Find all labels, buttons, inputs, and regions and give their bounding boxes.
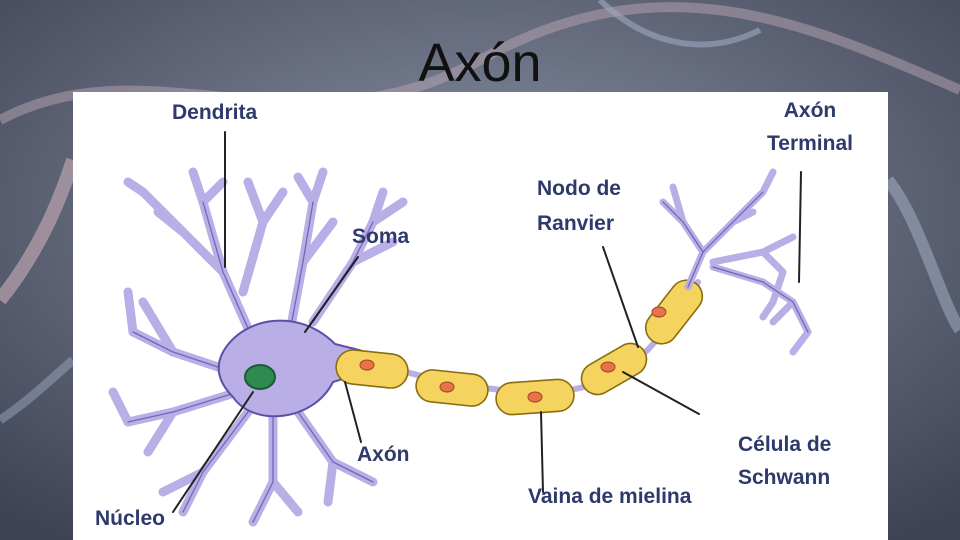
label-dendrita: Dendrita — [172, 101, 258, 124]
pointer-lines — [172, 131, 802, 513]
label-axon: Axón — [357, 443, 410, 466]
neuron-diagram: Dendrita Soma Núcleo Axón Vaina de mieli… — [73, 92, 888, 540]
label-celula-schwann: Célula de Schwann — [738, 432, 831, 490]
label-schwann-line1: Célula de — [738, 433, 832, 456]
label-schwann-line2: Schwann — [738, 466, 831, 490]
nucleus — [244, 364, 276, 390]
neuron-illustration — [108, 131, 812, 527]
label-nodo-line2: Ranvier — [537, 212, 615, 236]
label-nodo-ranvier: Nodo de Ranvier — [537, 176, 621, 236]
label-nucleo: Núcleo — [95, 507, 166, 530]
label-nodo-line1: Nodo de — [537, 177, 621, 200]
schwann-nuclei — [359, 306, 667, 403]
label-vaina: Vaina de mielina — [528, 485, 692, 508]
label-soma: Soma — [352, 225, 410, 248]
slide-title: Axón — [418, 33, 542, 93]
label-axon-terminal: Axón Terminal — [767, 98, 853, 156]
label-axon-terminal-line2: Terminal — [767, 132, 853, 156]
label-axon-terminal-line1: Axón — [783, 99, 837, 122]
